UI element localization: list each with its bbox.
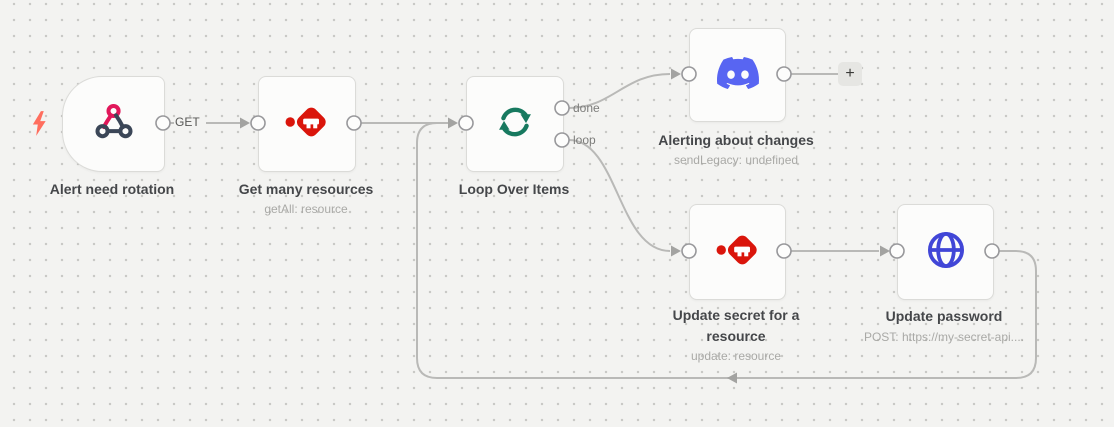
- key-icon: [284, 99, 330, 150]
- key-icon: [715, 227, 761, 278]
- port-in-http[interactable]: [889, 243, 905, 259]
- edge-done-to-discord[interactable]: [568, 73, 671, 109]
- arrowhead: [671, 68, 681, 80]
- node-title-get-many-resources: Get many resources: [238, 181, 374, 197]
- arrowhead: [240, 117, 250, 129]
- trigger-bolt-icon: [30, 110, 49, 142]
- node-subtitle-update-secret: update: resource: [690, 349, 782, 363]
- node-title-update-secret: Update secret for a resource: [672, 307, 800, 344]
- node-title-alert-need-rotation: Alert need rotation: [49, 181, 175, 197]
- globe-icon: [923, 227, 969, 278]
- port-out-loop-done[interactable]: [554, 100, 570, 116]
- port-out-loop-loop[interactable]: [554, 132, 570, 148]
- node-get-many-resources[interactable]: [258, 76, 356, 172]
- node-loop-over-items[interactable]: [466, 76, 564, 172]
- edge-label-get: GET: [175, 115, 200, 129]
- node-title-alerting-about-changes: Alerting about changes: [658, 132, 814, 148]
- port-out-webhook[interactable]: [155, 115, 171, 131]
- node-alerting-about-changes[interactable]: [689, 28, 786, 122]
- node-alert-need-rotation[interactable]: [62, 76, 165, 172]
- port-in-discord[interactable]: [681, 66, 697, 82]
- port-in-loop[interactable]: [458, 115, 474, 131]
- port-in-update-secret[interactable]: [681, 243, 697, 259]
- port-out-update-secret[interactable]: [776, 243, 792, 259]
- node-update-password[interactable]: [897, 204, 994, 300]
- arrowhead: [448, 117, 458, 129]
- node-subtitle-update-password: POST: https://my-secret-api....: [863, 330, 1025, 344]
- edge-http-loopback[interactable]: [416, 122, 1037, 379]
- port-out-discord[interactable]: [776, 66, 792, 82]
- arrowhead-loopback: [727, 372, 737, 384]
- node-subtitle-get-many-resources: getAll: resource: [264, 202, 348, 216]
- edge-loop-to-update-secret[interactable]: [568, 139, 671, 252]
- node-title-update-password: Update password: [885, 308, 1003, 324]
- arrowhead: [671, 245, 681, 257]
- node-update-secret[interactable]: [689, 204, 786, 300]
- port-out-get[interactable]: [346, 115, 362, 131]
- port-out-http[interactable]: [984, 243, 1000, 259]
- discord-icon: [712, 52, 764, 99]
- output-label-loop: loop: [573, 133, 596, 147]
- output-label-done: done: [573, 101, 600, 115]
- add-node-button[interactable]: +: [838, 62, 862, 86]
- webhook-icon: [92, 100, 136, 149]
- loop-icon: [493, 100, 537, 149]
- arrowhead: [880, 245, 890, 257]
- node-subtitle-alerting-about-changes: sendLegacy: undefined: [673, 153, 799, 167]
- node-title-loop-over-items: Loop Over Items: [458, 181, 570, 197]
- port-in-get[interactable]: [250, 115, 266, 131]
